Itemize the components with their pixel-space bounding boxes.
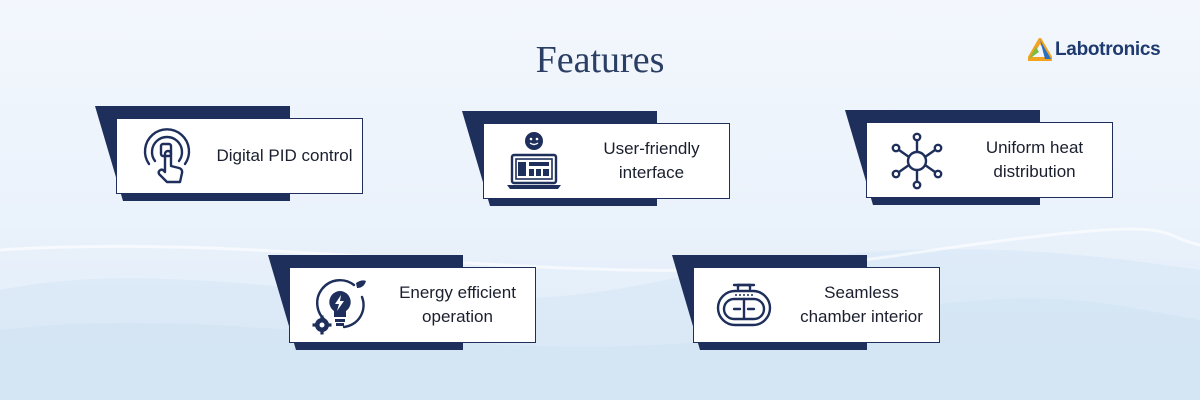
chamber-icon [716, 283, 772, 327]
page-title: Features [535, 39, 665, 81]
feature-label: Digital PID control [216, 146, 353, 165]
feature-user-friendly: User-friendly interface [462, 111, 732, 206]
touch-dial-icon [143, 128, 191, 184]
feature-digital-pid: Digital PID control [95, 106, 365, 201]
feature-seamless-chamber: Seamless chamber interior [672, 255, 942, 350]
brand-name: Labotronics [1055, 39, 1161, 60]
smiley-laptop-icon [507, 132, 561, 189]
network-hub-icon [891, 132, 943, 190]
feature-card: Uniform heat distribution [866, 122, 1113, 198]
feature-energy-efficient: Energy efficient operation [268, 255, 538, 350]
feature-uniform-heat: Uniform heat distribution [845, 110, 1115, 205]
feature-card: Digital PID control [116, 118, 363, 194]
brand-logo: Labotronics [1028, 38, 1161, 62]
feature-card: Energy efficient operation [289, 267, 536, 343]
feature-label: Energy efficient operation [399, 283, 516, 326]
feature-card: Seamless chamber interior [693, 267, 940, 343]
feature-label: User-friendly interface [603, 139, 700, 182]
feature-label: Uniform heat distribution [985, 138, 1084, 181]
feature-card: User-friendly interface [483, 123, 730, 199]
bulb-gear-icon [312, 279, 366, 335]
feature-label: Seamless chamber interior [800, 283, 923, 326]
triangle-logo-icon [1028, 38, 1052, 61]
